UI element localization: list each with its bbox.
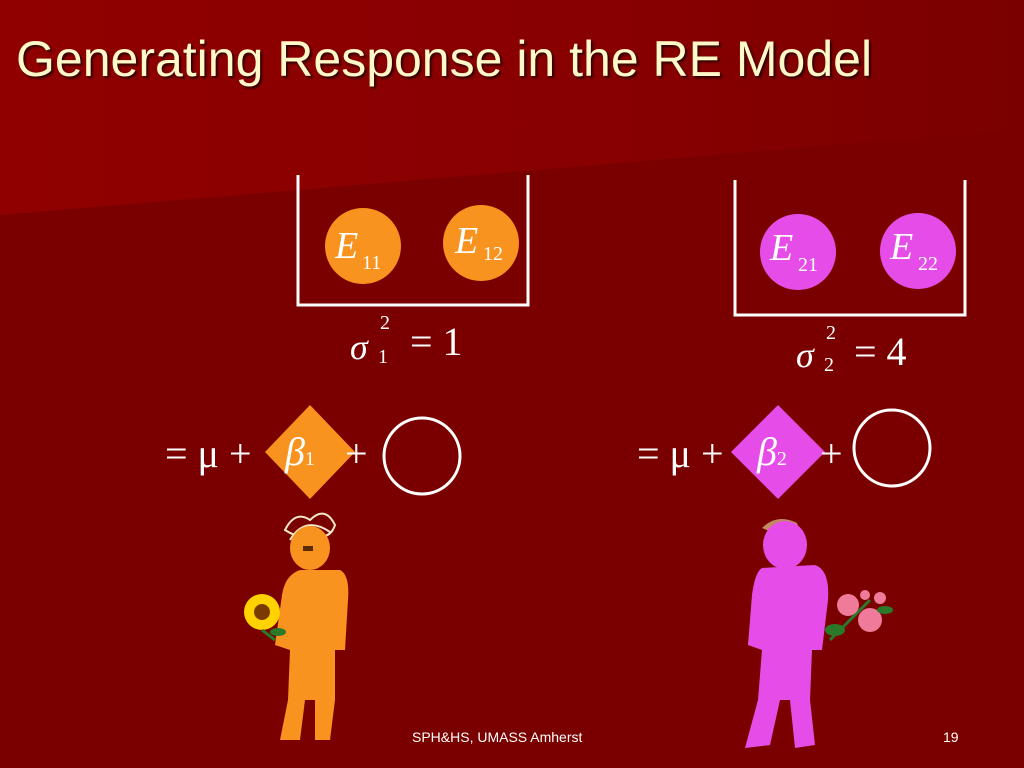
ball-e21: E 21	[760, 214, 836, 290]
equation-2-beta: β2	[757, 429, 787, 474]
ball-e12: E 12	[443, 205, 519, 281]
footer-text: SPH&HS, UMASS Amherst	[412, 729, 583, 745]
equation-1-plus: +	[345, 431, 368, 476]
equation-2-plus: +	[820, 431, 843, 476]
error-circle-2	[852, 408, 932, 488]
equation-1-lhs: = μ +	[165, 431, 252, 476]
beta-diamond-2	[731, 405, 825, 499]
equation-2-lhs: = μ +	[637, 431, 724, 476]
sunflower-icon	[244, 594, 286, 642]
error-circle-1	[382, 416, 462, 496]
page-number: 19	[943, 729, 959, 745]
equation-1-beta: β1	[285, 429, 315, 474]
ball-e22: E 22	[880, 213, 956, 289]
slide-title: Generating Response in the RE Model	[16, 31, 873, 87]
roses-icon	[825, 590, 893, 642]
ball-e11: E 11	[325, 208, 401, 284]
beta-diamond-1	[265, 405, 355, 499]
